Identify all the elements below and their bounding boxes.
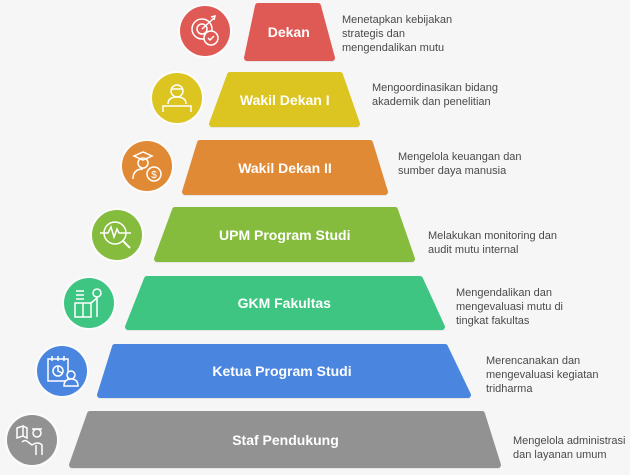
level-label: GKM Fakultas <box>237 295 331 311</box>
level-label: Wakil Dekan I <box>239 91 330 108</box>
staff-service-icon <box>5 413 59 467</box>
presenter-lectern-icon <box>62 276 116 330</box>
level-label: UPM Program Studi <box>219 226 351 243</box>
pyramid-level-1 <box>209 72 360 127</box>
level-label: Ketua Program Studi <box>212 363 352 379</box>
level-label: Staf Pendukung <box>232 431 339 448</box>
level-label: Dekan <box>267 24 310 40</box>
level-description: Menetapkan kebijakan strategis dan menge… <box>342 14 453 54</box>
level-description: Mengelola keuangan dan sumber daya manus… <box>398 151 522 177</box>
monitoring-magnifier-icon <box>90 208 144 262</box>
graduate-money-icon: $ <box>120 139 174 193</box>
target-check-icon <box>178 4 232 58</box>
level-label: Wakil Dekan II <box>238 159 332 176</box>
level-description: Mengoordinasikan bidang akademik dan pen… <box>372 82 498 108</box>
level-description: Mengendalikan dan mengevaluasi mutu di t… <box>456 287 564 327</box>
pyramid-level-0 <box>244 3 335 61</box>
calendar-chart-person-icon <box>35 344 89 398</box>
pyramid-level-5 <box>97 344 471 398</box>
svg-text:$: $ <box>151 170 157 181</box>
pyramid-level-6 <box>69 411 501 468</box>
person-desk-icon <box>150 71 204 125</box>
level-description: Mengelola administrasi dan layanan umum <box>513 435 626 461</box>
pyramid-level-3 <box>154 207 415 262</box>
level-description: Melakukan monitoring dan audit mutu inte… <box>428 230 558 256</box>
pyramid-level-4 <box>125 276 445 330</box>
level-description: Merencanakan dan mengevaluasi kegiatan t… <box>486 355 599 395</box>
pyramid-level-2 <box>182 140 388 195</box>
